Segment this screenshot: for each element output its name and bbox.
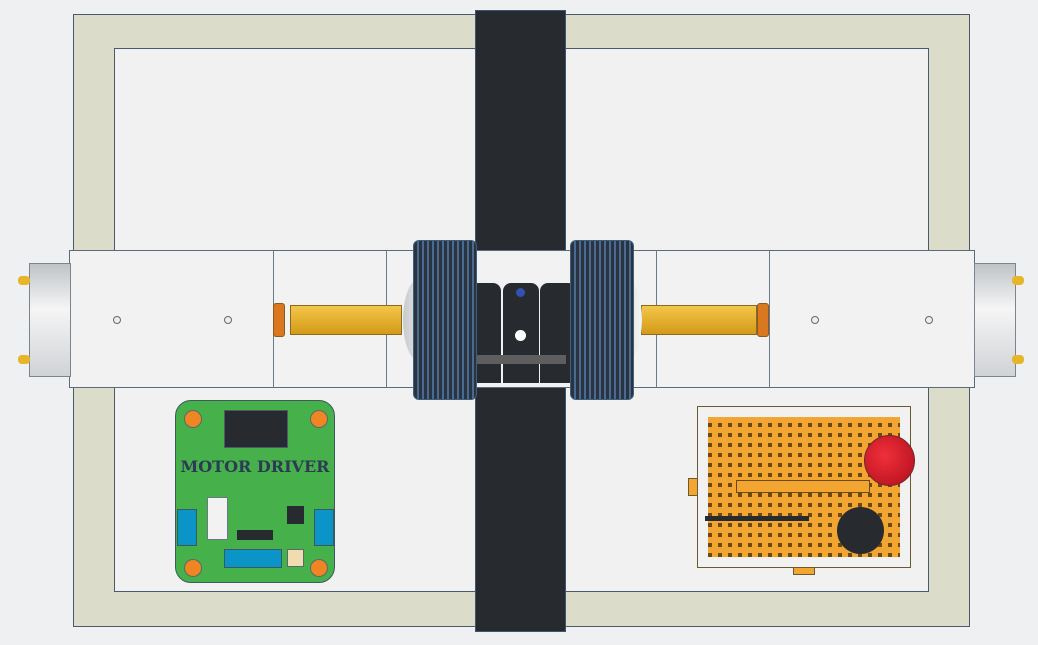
ic — [287, 506, 304, 524]
left-wheel[interactable] — [413, 240, 477, 400]
shaft-coupler — [757, 303, 769, 337]
mount-hole — [184, 410, 202, 428]
right-shaft[interactable] — [641, 305, 757, 335]
header — [224, 549, 282, 568]
right-motor[interactable] — [974, 263, 1016, 377]
shaft-coupler — [273, 303, 285, 337]
motor-pin — [18, 276, 30, 285]
right-wheel[interactable] — [570, 240, 634, 400]
screw — [811, 316, 819, 324]
left-shaft[interactable] — [290, 305, 402, 335]
mount-hole — [184, 559, 202, 577]
terminal — [177, 509, 197, 546]
divider — [769, 250, 770, 388]
screw — [224, 316, 232, 324]
left-motor[interactable] — [29, 263, 71, 377]
component — [287, 549, 304, 567]
breadboard-tab — [688, 478, 698, 496]
bracket-band — [475, 355, 566, 364]
bracket-hole — [516, 288, 525, 297]
red-button[interactable] — [864, 435, 915, 486]
breadboard-channel — [736, 480, 870, 493]
ic — [237, 530, 273, 540]
motor-pin — [1012, 355, 1024, 364]
bracket-hole — [515, 330, 526, 341]
connector — [207, 497, 228, 540]
motor-pin — [18, 355, 30, 364]
wire — [705, 516, 809, 521]
motor-driver-label: MOTOR DRIVER — [180, 457, 330, 476]
buzzer[interactable] — [837, 507, 884, 554]
mount-hole — [310, 559, 328, 577]
terminal — [314, 509, 334, 546]
motor-driver-board[interactable]: MOTOR DRIVER — [175, 400, 335, 583]
breadboard-tab — [793, 567, 815, 575]
mount-hole — [310, 410, 328, 428]
chip — [224, 410, 288, 448]
screw — [113, 316, 121, 324]
motor-pin — [1012, 276, 1024, 285]
screw — [925, 316, 933, 324]
